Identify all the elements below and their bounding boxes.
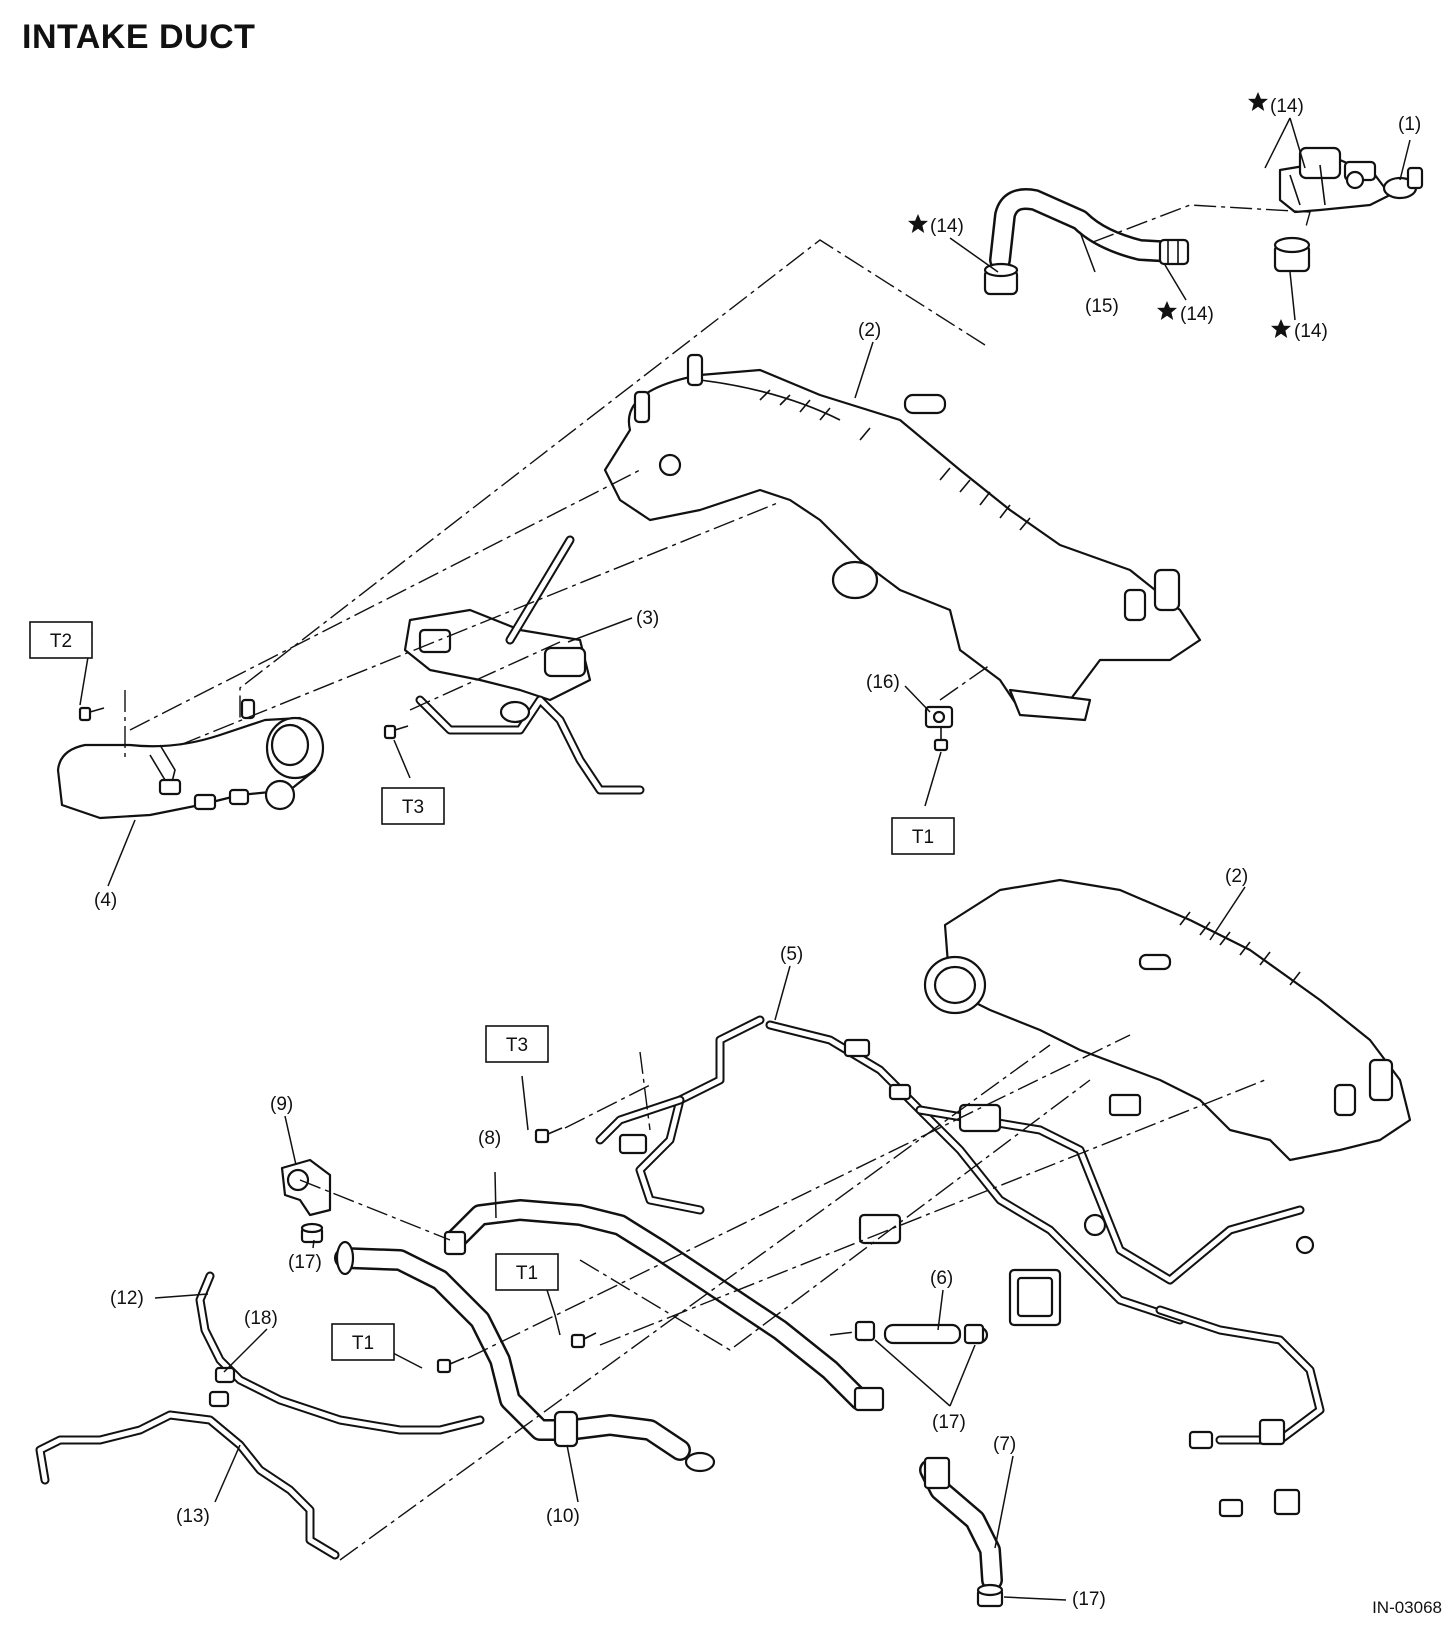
pcv-hose	[989, 188, 1190, 271]
callout-2: (2)	[1225, 866, 1248, 887]
callout-17: (17)	[1072, 1589, 1106, 1610]
callout-10: (10)	[546, 1506, 580, 1527]
callout-17: (17)	[932, 1412, 966, 1433]
torque-tag-t1: T1	[891, 817, 955, 855]
hose-8	[443, 1199, 885, 1412]
callout-15: (15)	[1085, 296, 1119, 317]
callout-17: (17)	[288, 1252, 322, 1273]
bolt	[78, 705, 954, 752]
intake-manifold-upper	[603, 353, 1202, 722]
diagram-title: INTAKE DUCT	[22, 18, 256, 56]
clamp-14	[983, 236, 1311, 296]
star-icon	[908, 214, 928, 233]
hose-12	[195, 1271, 485, 1435]
star-icon	[1248, 92, 1268, 111]
hose-10	[334, 1240, 716, 1473]
star-icon	[1157, 301, 1177, 320]
svg-text:T1: T1	[352, 1333, 374, 1354]
svg-text:T1: T1	[516, 1263, 538, 1284]
svg-text:T2: T2	[50, 631, 72, 652]
torque-tag-t3: T3	[381, 787, 445, 825]
callout-14: (14)	[1294, 321, 1328, 342]
bolt-lower	[436, 1127, 597, 1374]
callout-7: (7)	[993, 1434, 1016, 1455]
fitting-9	[280, 1158, 332, 1217]
callout-16: (16)	[866, 672, 900, 693]
callout-9: (9)	[270, 1094, 293, 1115]
clamp-17	[300, 1222, 1004, 1608]
callout-14: (14)	[930, 216, 964, 237]
leader-lines	[79, 117, 1411, 1601]
hose-7	[919, 1456, 1003, 1591]
clamp-18	[208, 1366, 236, 1408]
callout-12: (12)	[110, 1288, 144, 1309]
pcv-valve-assembly	[1278, 146, 1424, 214]
callout-8: (8)	[478, 1128, 501, 1149]
svg-text:T1: T1	[912, 827, 934, 848]
wiring-harness-5	[595, 1015, 1325, 1518]
callout-18: (18)	[244, 1308, 278, 1329]
callout-4: (4)	[94, 890, 117, 911]
hose-13	[35, 1410, 340, 1560]
callout-2: (2)	[858, 320, 881, 341]
torque-tag-t2: T2	[29, 621, 93, 659]
callout-6: (6)	[930, 1268, 953, 1289]
callout-5: (5)	[780, 944, 803, 965]
callout-14: (14)	[1270, 96, 1304, 117]
torque-tag-t1: T1	[495, 1253, 559, 1291]
callout-13: (13)	[176, 1506, 210, 1527]
callout-1: (1)	[1398, 114, 1421, 135]
callout-3: (3)	[636, 608, 659, 629]
callout-14: (14)	[1180, 304, 1214, 325]
valve-assembly-3	[403, 535, 645, 795]
torque-tag-t3: T3	[485, 1025, 549, 1063]
intake-manifold-lower	[923, 878, 1412, 1162]
svg-text:T3: T3	[402, 797, 424, 818]
intake-duct-4	[56, 698, 325, 820]
svg-text:T3: T3	[506, 1035, 528, 1056]
star-icon	[1271, 319, 1291, 338]
figure-code: IN-03068	[1372, 1598, 1442, 1617]
torque-tag-t1: T1	[331, 1323, 395, 1361]
